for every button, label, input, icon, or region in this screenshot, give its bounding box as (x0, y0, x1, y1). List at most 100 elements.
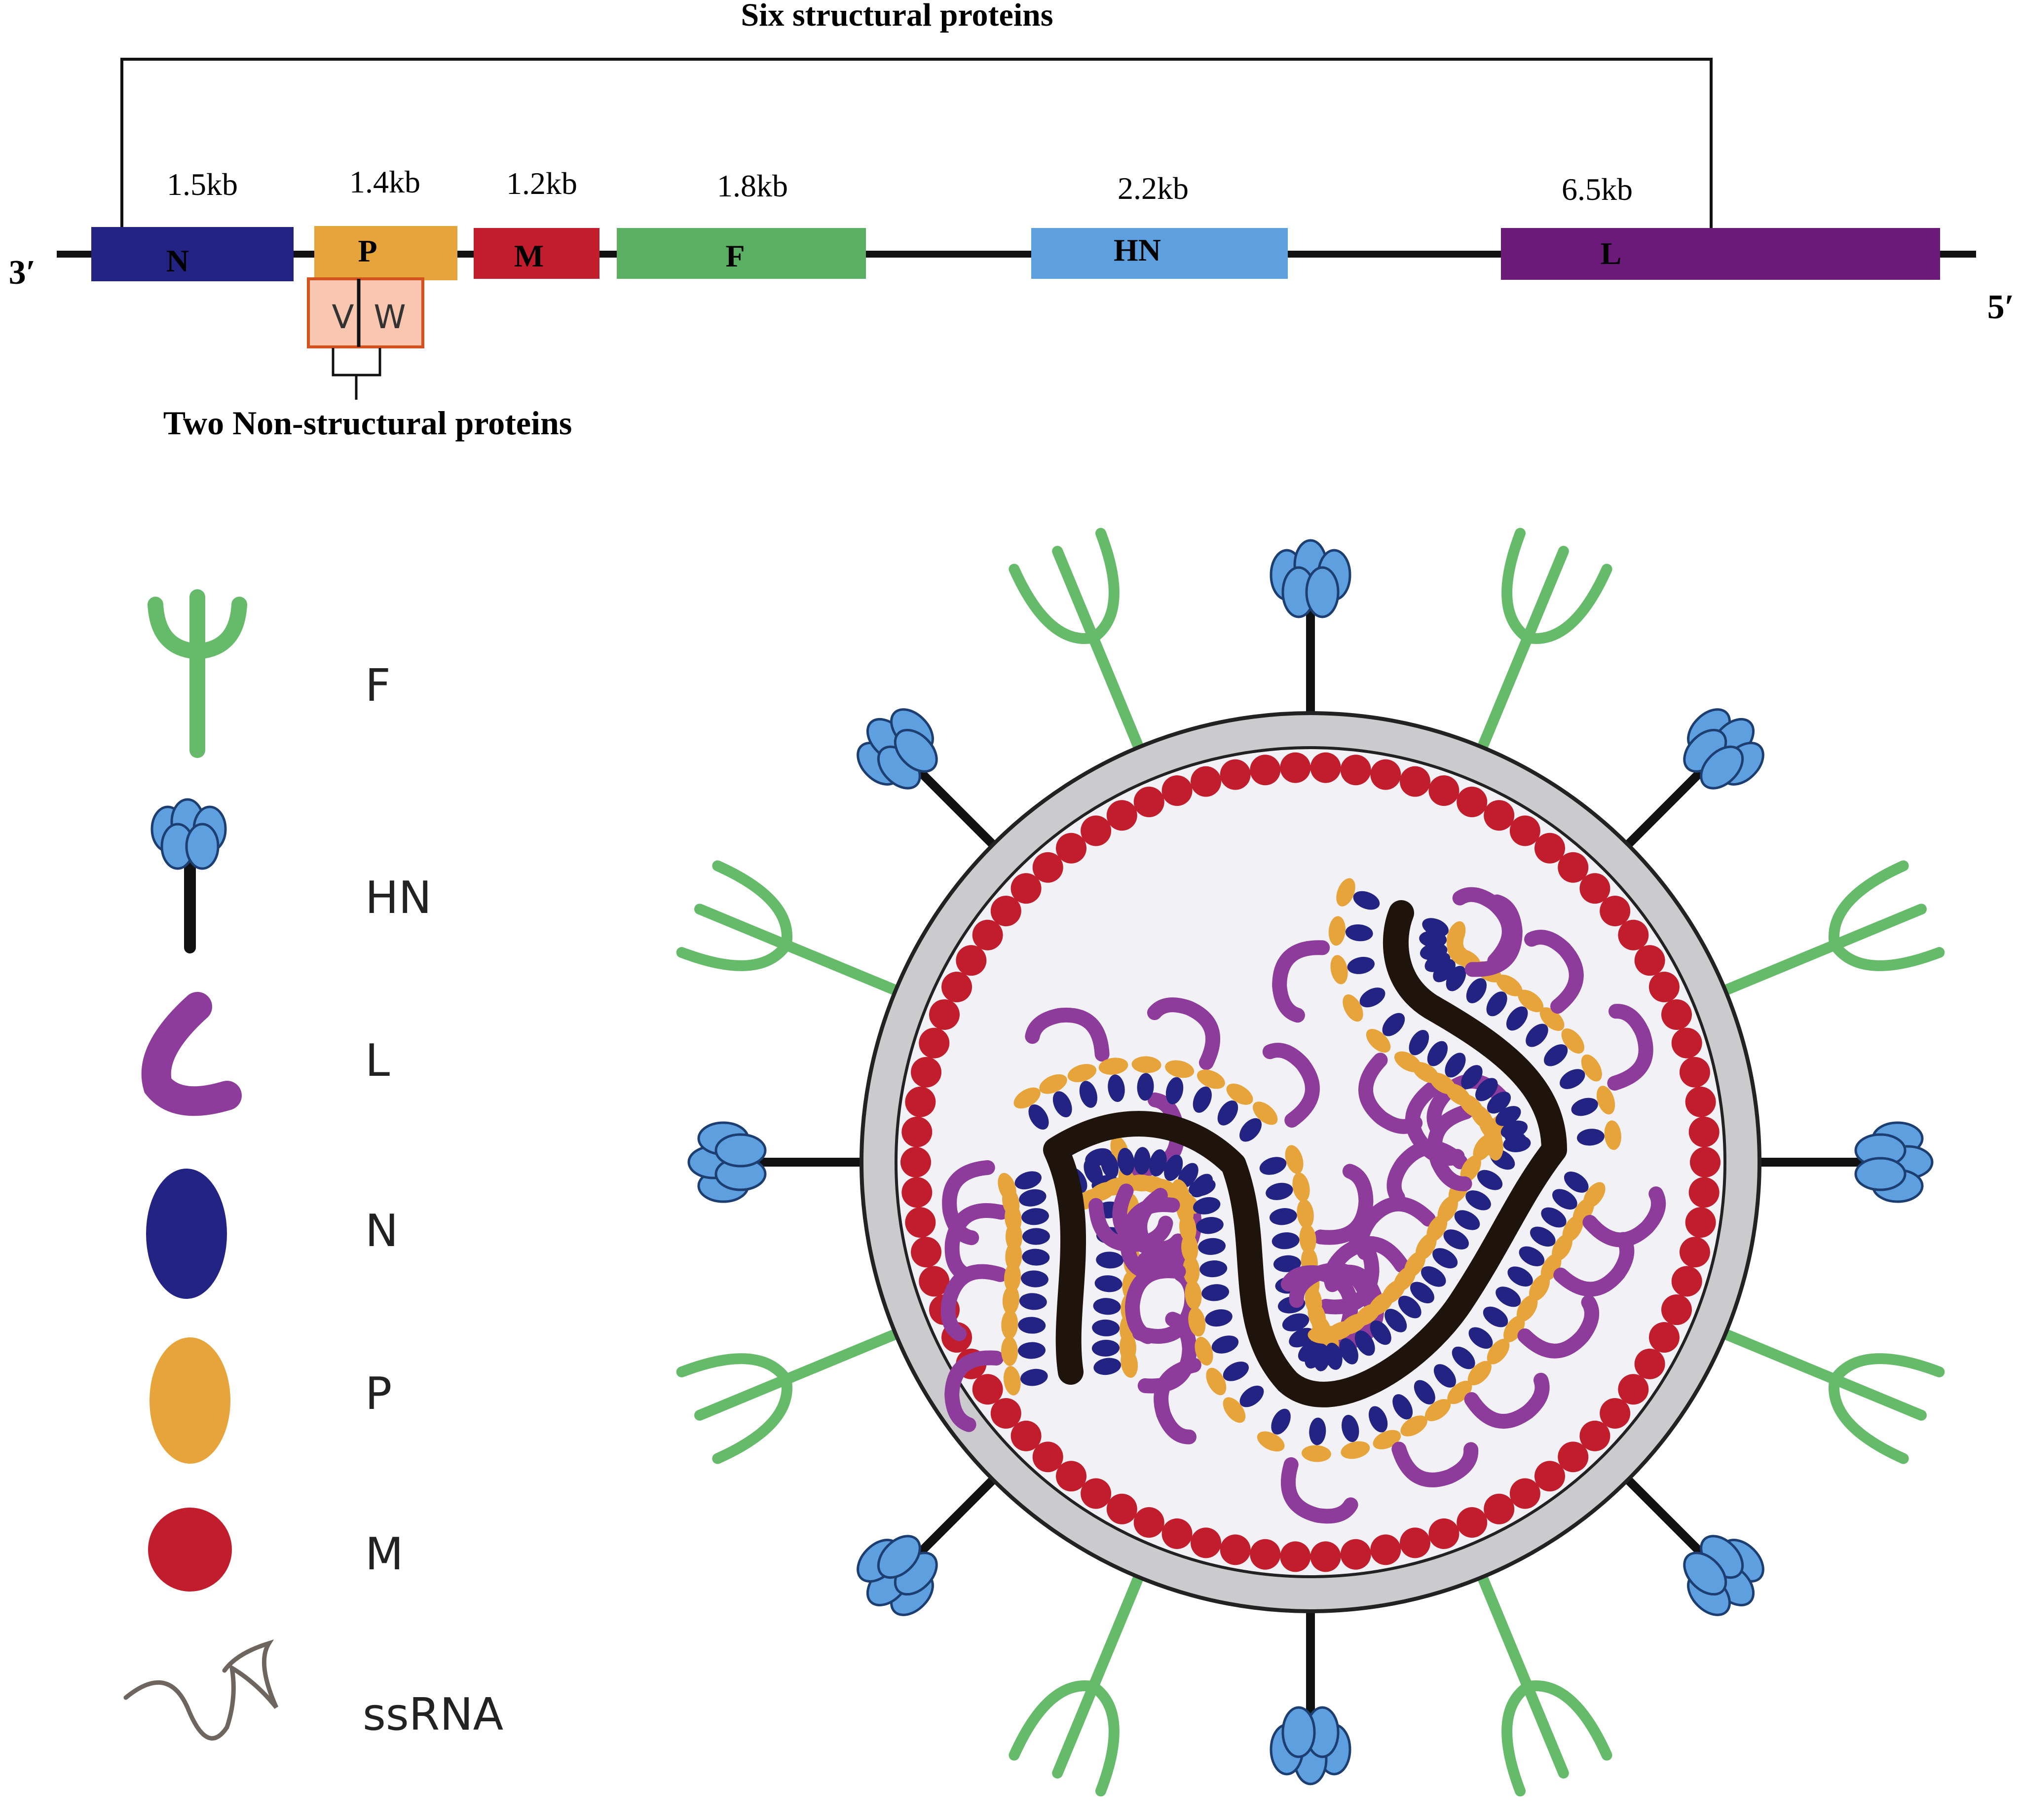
structural-proteins-label: Six structural proteins (741, 0, 1053, 33)
l-protein (1025, 1007, 1110, 1062)
n-protein (1420, 943, 1448, 960)
m-protein (1133, 1507, 1164, 1538)
n-protein (1443, 1229, 1469, 1250)
n-protein (1452, 1346, 1475, 1369)
n-protein (1339, 1338, 1358, 1365)
l-protein (942, 1160, 995, 1246)
n-protein (1530, 1226, 1556, 1247)
l-protein (1553, 1232, 1635, 1297)
hn-spike (857, 708, 1001, 853)
n-protein (1496, 1287, 1521, 1307)
m-protein (900, 1147, 931, 1177)
p-protein (1131, 1056, 1161, 1073)
m-protein (1340, 1539, 1371, 1570)
genome-end-5: 5′ (1987, 288, 2015, 326)
m-protein (929, 999, 960, 1030)
virion-illustration (676, 528, 1945, 1797)
n-protein (1398, 1295, 1421, 1319)
n-protein (1519, 1246, 1545, 1267)
n-protein (1368, 1406, 1388, 1433)
m-protein (1032, 1441, 1063, 1473)
n-protein (1217, 1100, 1238, 1126)
gene-l-label: L (1601, 236, 1622, 271)
n-protein (1198, 1238, 1226, 1255)
l-protein (1289, 1262, 1376, 1308)
p-protein (1226, 1083, 1253, 1105)
p-protein (1188, 1307, 1206, 1337)
m-protein (1032, 852, 1063, 883)
n-protein (1137, 1073, 1154, 1101)
n-protein (1239, 1118, 1262, 1142)
p-protein (1330, 955, 1348, 985)
l-protein (1272, 940, 1330, 1023)
hn-head (1854, 1121, 1934, 1203)
n-protein (1019, 1189, 1047, 1207)
m-protein (901, 1116, 933, 1147)
n-protein (1552, 1189, 1577, 1210)
p-protein-icon (150, 1337, 230, 1464)
ssrna-icon (123, 1639, 279, 1741)
n-protein (1022, 1249, 1050, 1266)
p-protein (1003, 1366, 1021, 1396)
p-protein (1467, 1361, 1492, 1386)
m-protein (1457, 1507, 1488, 1538)
m-protein (1484, 1493, 1515, 1524)
m-protein (1370, 1534, 1401, 1565)
m-protein (1220, 759, 1251, 790)
l-protein (1405, 1082, 1465, 1166)
m-protein-icon (148, 1508, 232, 1592)
p-protein (1301, 1445, 1331, 1462)
n-protein (1092, 1319, 1120, 1336)
n-protein (1347, 956, 1375, 974)
m-protein (1250, 755, 1281, 786)
p-protein (1013, 1087, 1041, 1109)
p-protein (1067, 1064, 1097, 1082)
hn-spike (1750, 1121, 1934, 1203)
m-protein (1081, 1478, 1112, 1509)
legend-p-label: P (365, 1368, 392, 1420)
n-protein (1196, 1217, 1224, 1234)
m-protein (1056, 1461, 1087, 1492)
l-protein (1262, 1043, 1320, 1128)
m-protein (911, 1237, 942, 1268)
m-protein (972, 1374, 1003, 1405)
fork-glycoprotein-icon (148, 589, 247, 758)
p-protein (1257, 1431, 1285, 1452)
n-protein (1526, 1024, 1548, 1047)
p-protein (1604, 1120, 1621, 1150)
n-protein (1014, 1171, 1042, 1190)
f-spike (1009, 528, 1146, 758)
n-protein (1094, 1275, 1122, 1292)
hn-head (1270, 539, 1351, 618)
hn-head (857, 1535, 938, 1616)
m-protein (1661, 1294, 1692, 1326)
gene-hn-size: 2.2kb (1118, 171, 1189, 206)
n-protein (1544, 1044, 1568, 1066)
n-protein (1445, 1053, 1466, 1078)
m-protein (1685, 1086, 1716, 1117)
p-protein (1297, 1199, 1314, 1229)
p-protein (1039, 1074, 1067, 1094)
n-protein (1325, 1342, 1343, 1370)
m-protein (1340, 755, 1371, 786)
n-protein (1273, 1255, 1301, 1272)
m-protein (1534, 833, 1565, 864)
l-protein (944, 1203, 1009, 1282)
p-protein (1487, 1338, 1510, 1365)
n-protein (1100, 1151, 1119, 1179)
l-protein (1313, 1164, 1374, 1245)
m-protein (1428, 1518, 1459, 1549)
p-protein (1001, 1336, 1018, 1366)
hn-head (687, 1121, 767, 1203)
n-protein (1079, 1081, 1098, 1108)
m-protein (1661, 999, 1692, 1030)
p-protein (1285, 1145, 1304, 1174)
m-protein (1534, 1461, 1565, 1492)
m-protein (1161, 1518, 1193, 1549)
m-protein (1648, 1322, 1680, 1353)
nonstructural-w-label: W (374, 298, 406, 336)
n-protein (1477, 1170, 1503, 1190)
m-protein (1679, 1057, 1710, 1088)
f-head (1829, 860, 1945, 971)
p-protein (1460, 1155, 1481, 1182)
